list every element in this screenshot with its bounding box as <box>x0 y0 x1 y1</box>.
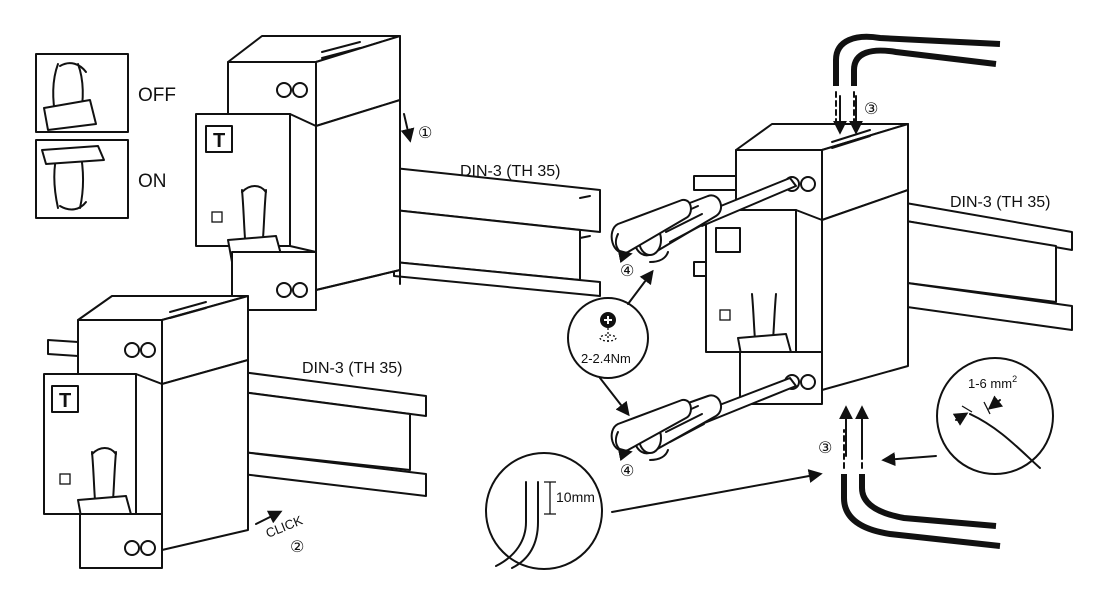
din-rail-top <box>393 167 601 297</box>
cables-top <box>833 33 1001 135</box>
step-1: ① <box>418 125 432 142</box>
rcbo-device-top: T <box>195 35 401 311</box>
rotate-arrow-bottom <box>614 431 633 462</box>
off-label: OFF <box>138 85 176 106</box>
rcbo-device-bottom: T <box>43 295 249 569</box>
torque-arrow-up <box>627 269 654 305</box>
wire-section-arrow <box>881 452 937 467</box>
cables-bottom <box>839 405 1001 549</box>
torque-arrow-down <box>599 377 630 417</box>
step-2: ② <box>290 539 304 556</box>
wire-section-value: 1-6 mm2 <box>968 374 1017 391</box>
rail-label-bottom: DIN-3 (TH 35) <box>302 360 402 377</box>
screwdriver-top <box>610 177 797 257</box>
torque-value: 2-2.4Nm <box>581 351 631 366</box>
device-letter-top: T <box>213 130 225 152</box>
switch-off-inset <box>35 53 129 133</box>
on-label: ON <box>138 171 167 192</box>
strip-length-bubble: 10mm <box>485 452 603 570</box>
rotate-arrow-top-2 <box>649 251 669 263</box>
strip-length-value: 10mm <box>556 489 595 505</box>
din-rail-bottom <box>47 339 427 497</box>
install-arrow-1 <box>400 113 415 143</box>
screwdriver-bottom <box>610 377 797 455</box>
step-4-top: ④ <box>620 263 634 280</box>
wire-section-bubble: 1-6 mm2 <box>936 357 1054 475</box>
step-4-bottom: ④ <box>620 463 634 480</box>
torque-bubble: 2-2.4Nm <box>567 297 649 379</box>
step-3-top: ③ <box>864 101 878 118</box>
device-letter-bottom: T <box>59 390 71 412</box>
rail-label-top: DIN-3 (TH 35) <box>460 163 560 180</box>
rail-label-right: DIN-3 (TH 35) <box>950 194 1050 211</box>
rcbo-device-right <box>705 123 909 405</box>
rotate-arrow-bottom-2 <box>649 449 669 461</box>
strip-arrow <box>611 469 823 513</box>
rotate-arrow-top <box>614 233 633 264</box>
click-arrow <box>255 510 283 525</box>
switch-on-inset <box>35 139 129 219</box>
step-3-bottom: ③ <box>818 440 832 457</box>
